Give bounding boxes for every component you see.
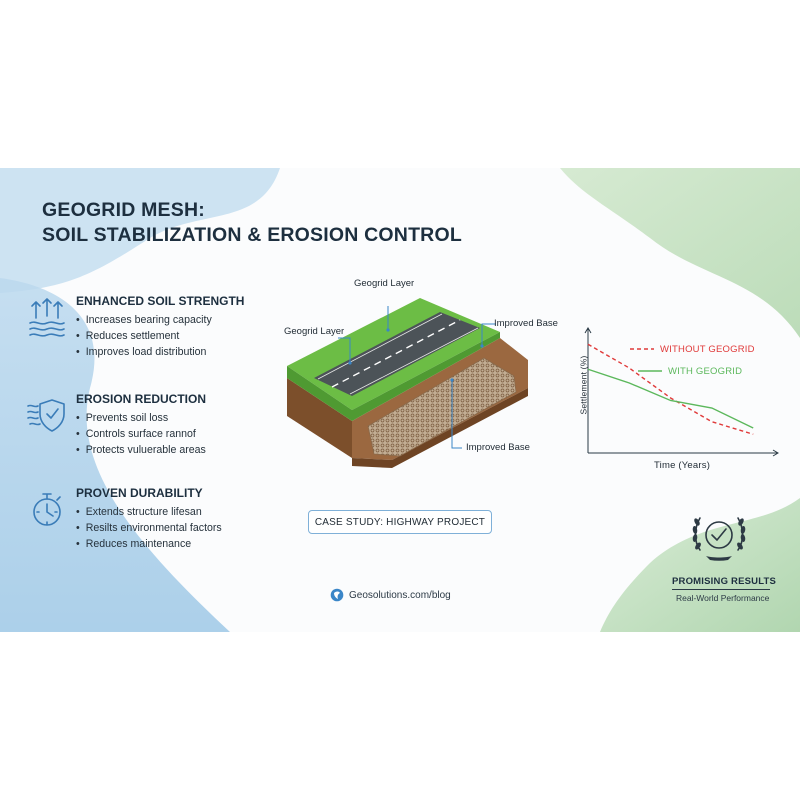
results-divider (672, 589, 770, 590)
shield-wind-icon (27, 399, 65, 432)
infographic-panel: GEOGRID MESH: SOIL STABILIZATION & EROSI… (0, 168, 800, 632)
green-top-wave (560, 168, 800, 338)
leader-improved-base-bottom (451, 380, 462, 449)
label-improved-base-bottom: Improved Base (466, 442, 530, 453)
series-line-without-geogrid (587, 343, 754, 435)
blue-left-wave (0, 278, 230, 632)
list-item: Protects vuluerable areas (76, 442, 206, 458)
feature-heading: ENHANCED SOIL STRENGTH (76, 294, 245, 308)
background-waves (0, 168, 800, 632)
green-bottom-wave (600, 498, 800, 632)
road-edge-line (317, 313, 443, 380)
road-cross-section-graphic (287, 298, 528, 468)
list-item: Extends structure lifesan (76, 504, 222, 520)
list-item: Improves load distribution (76, 344, 212, 360)
chart-series (587, 343, 754, 435)
chart-y-axis-arrow (584, 327, 592, 334)
source-text: Geosolutions.com/blog (349, 589, 451, 601)
feature-heading: PROVEN DURABILITY (76, 486, 203, 500)
list-item: Reduces maintenance (76, 536, 222, 552)
label-geogrid-layer-top: Geogrid Layer (354, 278, 415, 289)
chart-legend (630, 348, 662, 372)
grass-edge (287, 366, 352, 421)
leader-improved-base-right (481, 323, 496, 346)
label-geogrid-layer-left: Geogrid Layer (284, 326, 345, 337)
feature-heading: EROSION REDUCTION (76, 392, 207, 406)
feature-list: Extends structure lifesan Resilts enviro… (76, 504, 222, 552)
road-edge-line (349, 327, 479, 395)
legend-label-with-geogrid: WITH GEOGRID (668, 366, 743, 377)
list-item: Increases bearing capacity (76, 312, 212, 328)
list-item: Controls surface rannof (76, 426, 206, 442)
chart-x-axis-arrow (772, 449, 779, 457)
settlement-chart: Time (Years) Settlement (%) WITHOUT GEOG… (568, 318, 788, 478)
soil-front-face (287, 378, 352, 458)
stopwatch-icon (33, 493, 61, 526)
soil-strength-arrows-icon (29, 298, 65, 337)
soil-bottom-step (352, 388, 528, 468)
case-study-button[interactable]: CASE STUDY: HIGHWAY PROJECT (308, 510, 492, 534)
road-cross-section-diagram: Geogrid Layer Geogrid Layer Improved Bas… (270, 278, 570, 488)
results-title: PROMISING RESULTS (672, 576, 777, 587)
grass-edge-right (352, 332, 500, 421)
source-link[interactable]: Geosolutions.com/blog (330, 588, 451, 602)
legend-label-without-geogrid: WITHOUT GEOGRID (660, 344, 755, 355)
leader-geogrid-left (338, 337, 351, 363)
chart-x-axis-label: Time (Years) (654, 460, 711, 471)
blue-top-wave (0, 168, 280, 293)
list-item: Prevents soil loss (76, 410, 206, 426)
title-line-2: SOIL STABILIZATION & EROSION CONTROL (42, 224, 462, 246)
laurel-checkmark-icon (692, 517, 746, 561)
feature-list: Prevents soil loss Controls surface rann… (76, 410, 206, 458)
feature-list: Increases bearing capacity Reduces settl… (76, 312, 212, 360)
title-line-1: GEOGRID MESH: (42, 199, 205, 221)
settlement-chart-svg (584, 327, 779, 457)
geogrid-base (367, 357, 517, 457)
globe-logo-icon (330, 588, 344, 602)
chart-y-axis-label: Settlement (%) (578, 355, 589, 415)
results-subtitle: Real-World Performance (676, 593, 770, 603)
list-item: Resilts environmental factors (76, 520, 222, 536)
page-title: GEOGRID MESH: SOIL STABILIZATION & EROSI… (42, 198, 462, 248)
chart-axes (584, 327, 779, 457)
series-line-with-geogrid (587, 368, 754, 429)
list-item: Reduces settlement (76, 328, 212, 344)
label-improved-base-right: Improved Base (494, 318, 558, 329)
